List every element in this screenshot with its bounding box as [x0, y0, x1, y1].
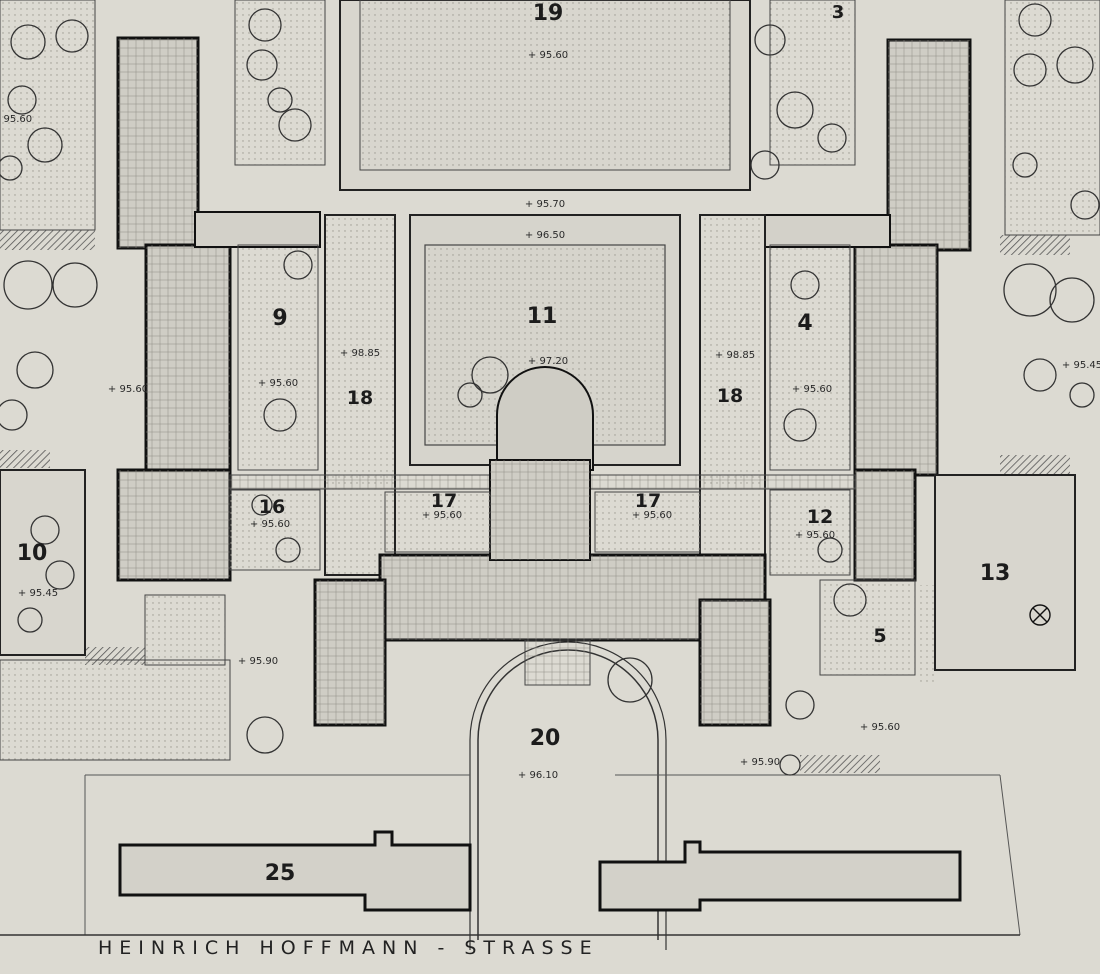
area-label-3: 3: [832, 2, 845, 23]
area-elevation-19: + 95.60: [528, 50, 568, 61]
area-elevation-17-right: + 95.60: [632, 510, 672, 521]
building-bottom-right: [598, 840, 962, 912]
garden-strips-18: [324, 214, 766, 576]
area-elevation-5: + 95.60: [860, 722, 900, 733]
gardens-17: [384, 491, 701, 553]
area-elevation-20: + 96.10: [518, 770, 558, 781]
left-wing: [116, 36, 321, 582]
area-elevation-18-right: + 98.85: [715, 350, 755, 361]
courtyards: [229, 244, 851, 576]
right-wing: [764, 38, 972, 582]
area-labels: 19 + 95.60 3 9 + 95.60 11 + 97.20 4 + 95…: [0, 1, 1100, 886]
elevation-left-edge: + 95.60: [0, 114, 32, 125]
area-label-5: 5: [873, 625, 886, 647]
elevation-left-lawn: + 95.90: [238, 656, 278, 667]
area-label-20: 20: [530, 726, 561, 751]
building-25: [118, 830, 472, 912]
area-elevation-10: + 95.45: [18, 588, 58, 599]
area-elevation-9: + 95.60: [258, 378, 298, 389]
area-label-12: 12: [807, 506, 833, 528]
elevation-left-mid: + 95.60: [108, 384, 148, 395]
area-label-17-right: 17: [635, 490, 661, 512]
terrace-11: [409, 214, 681, 471]
main-building: [313, 459, 772, 727]
area-label-16: 16: [259, 496, 285, 518]
left-top-garden: [0, 0, 326, 231]
area-label-11: 11: [527, 304, 558, 329]
area-elevation-11: + 97.20: [528, 356, 568, 367]
area-elevation-18-left: + 98.85: [340, 348, 380, 359]
area-elevation-4: + 95.60: [792, 384, 832, 395]
hatched-walls: [0, 230, 1070, 773]
area-elevation-12: + 95.60: [795, 530, 835, 541]
area-label-13: 13: [980, 561, 1011, 586]
area-label-9: 9: [272, 306, 287, 331]
cross-symbol: [1029, 604, 1051, 626]
area-label-25: 25: [265, 861, 296, 886]
area-13: [918, 474, 1076, 685]
plot-lines: [84, 774, 1021, 936]
trees: [0, 3, 1100, 776]
elevation-path-lower: + 96.50: [525, 230, 565, 241]
elevation-right-entrance: + 95.90: [740, 757, 780, 768]
street-name: HEINRICH HOFFMANN - STRASSE: [98, 937, 599, 959]
area-5: [819, 579, 916, 676]
area-label-18-left: 18: [347, 387, 373, 409]
area-label-18-right: 18: [717, 385, 743, 407]
area-elevation-16: + 95.60: [250, 519, 290, 530]
area-19-field: [339, 0, 751, 191]
area-elevation-17-left: + 95.60: [422, 510, 462, 521]
forecourt-20: [469, 639, 667, 950]
area-label-4: 4: [797, 311, 812, 336]
area-label-17-left: 17: [431, 490, 457, 512]
elevation-right-edge: + 95.45: [1062, 360, 1100, 371]
elevation-path-upper: + 95.70: [525, 199, 565, 210]
right-top-garden: [769, 0, 1100, 236]
bottom-left-garden: [0, 594, 231, 761]
area-10: [0, 469, 86, 656]
area-label-10: 10: [17, 541, 48, 566]
area-label-19: 19: [533, 1, 564, 26]
